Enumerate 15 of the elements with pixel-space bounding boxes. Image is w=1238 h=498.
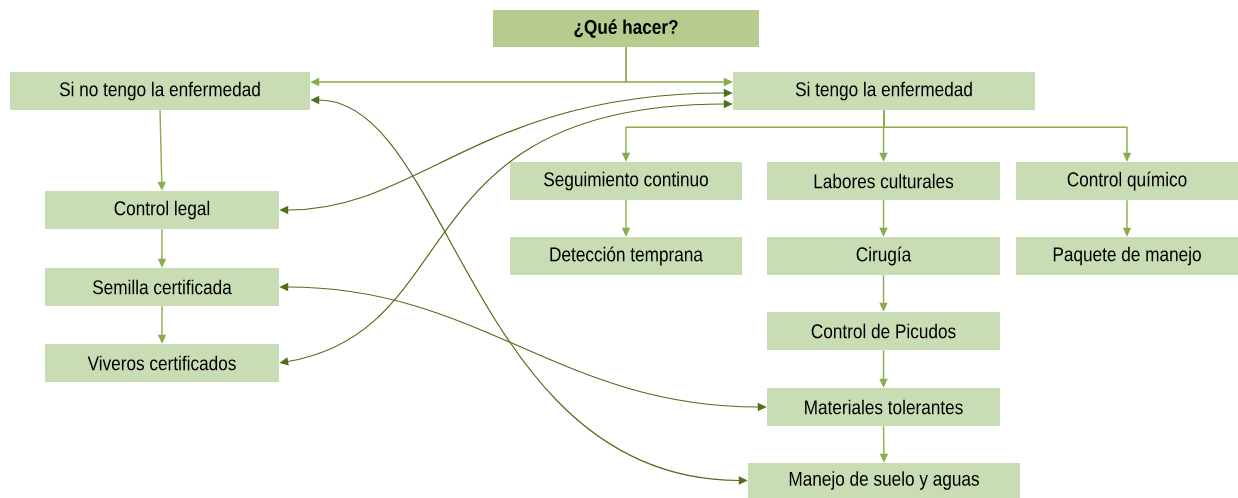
process-box: Labores culturales	[767, 162, 1000, 200]
process-box: Si no tengo la enfermedad	[10, 72, 310, 110]
process-box: Materiales tolerantes	[767, 388, 1000, 426]
process-box: Cirugía	[767, 237, 1000, 275]
process-box: Control químico	[1016, 162, 1238, 200]
process-box: Semilla certificada	[45, 268, 279, 306]
process-box: Control de Picudos	[767, 312, 1000, 350]
process-box: Viveros certificados	[45, 344, 279, 382]
process-box: Paquete de manejo	[1016, 237, 1238, 275]
process-box: Manejo de suelo y aguas	[748, 463, 1020, 498]
process-box: Seguimiento continuo	[510, 162, 742, 200]
process-box: Detección temprana	[510, 237, 742, 275]
heading-box: ¿Qué hacer?	[493, 10, 759, 47]
process-box: Control legal	[45, 191, 279, 229]
process-box: Si tengo la enfermedad	[733, 72, 1035, 110]
